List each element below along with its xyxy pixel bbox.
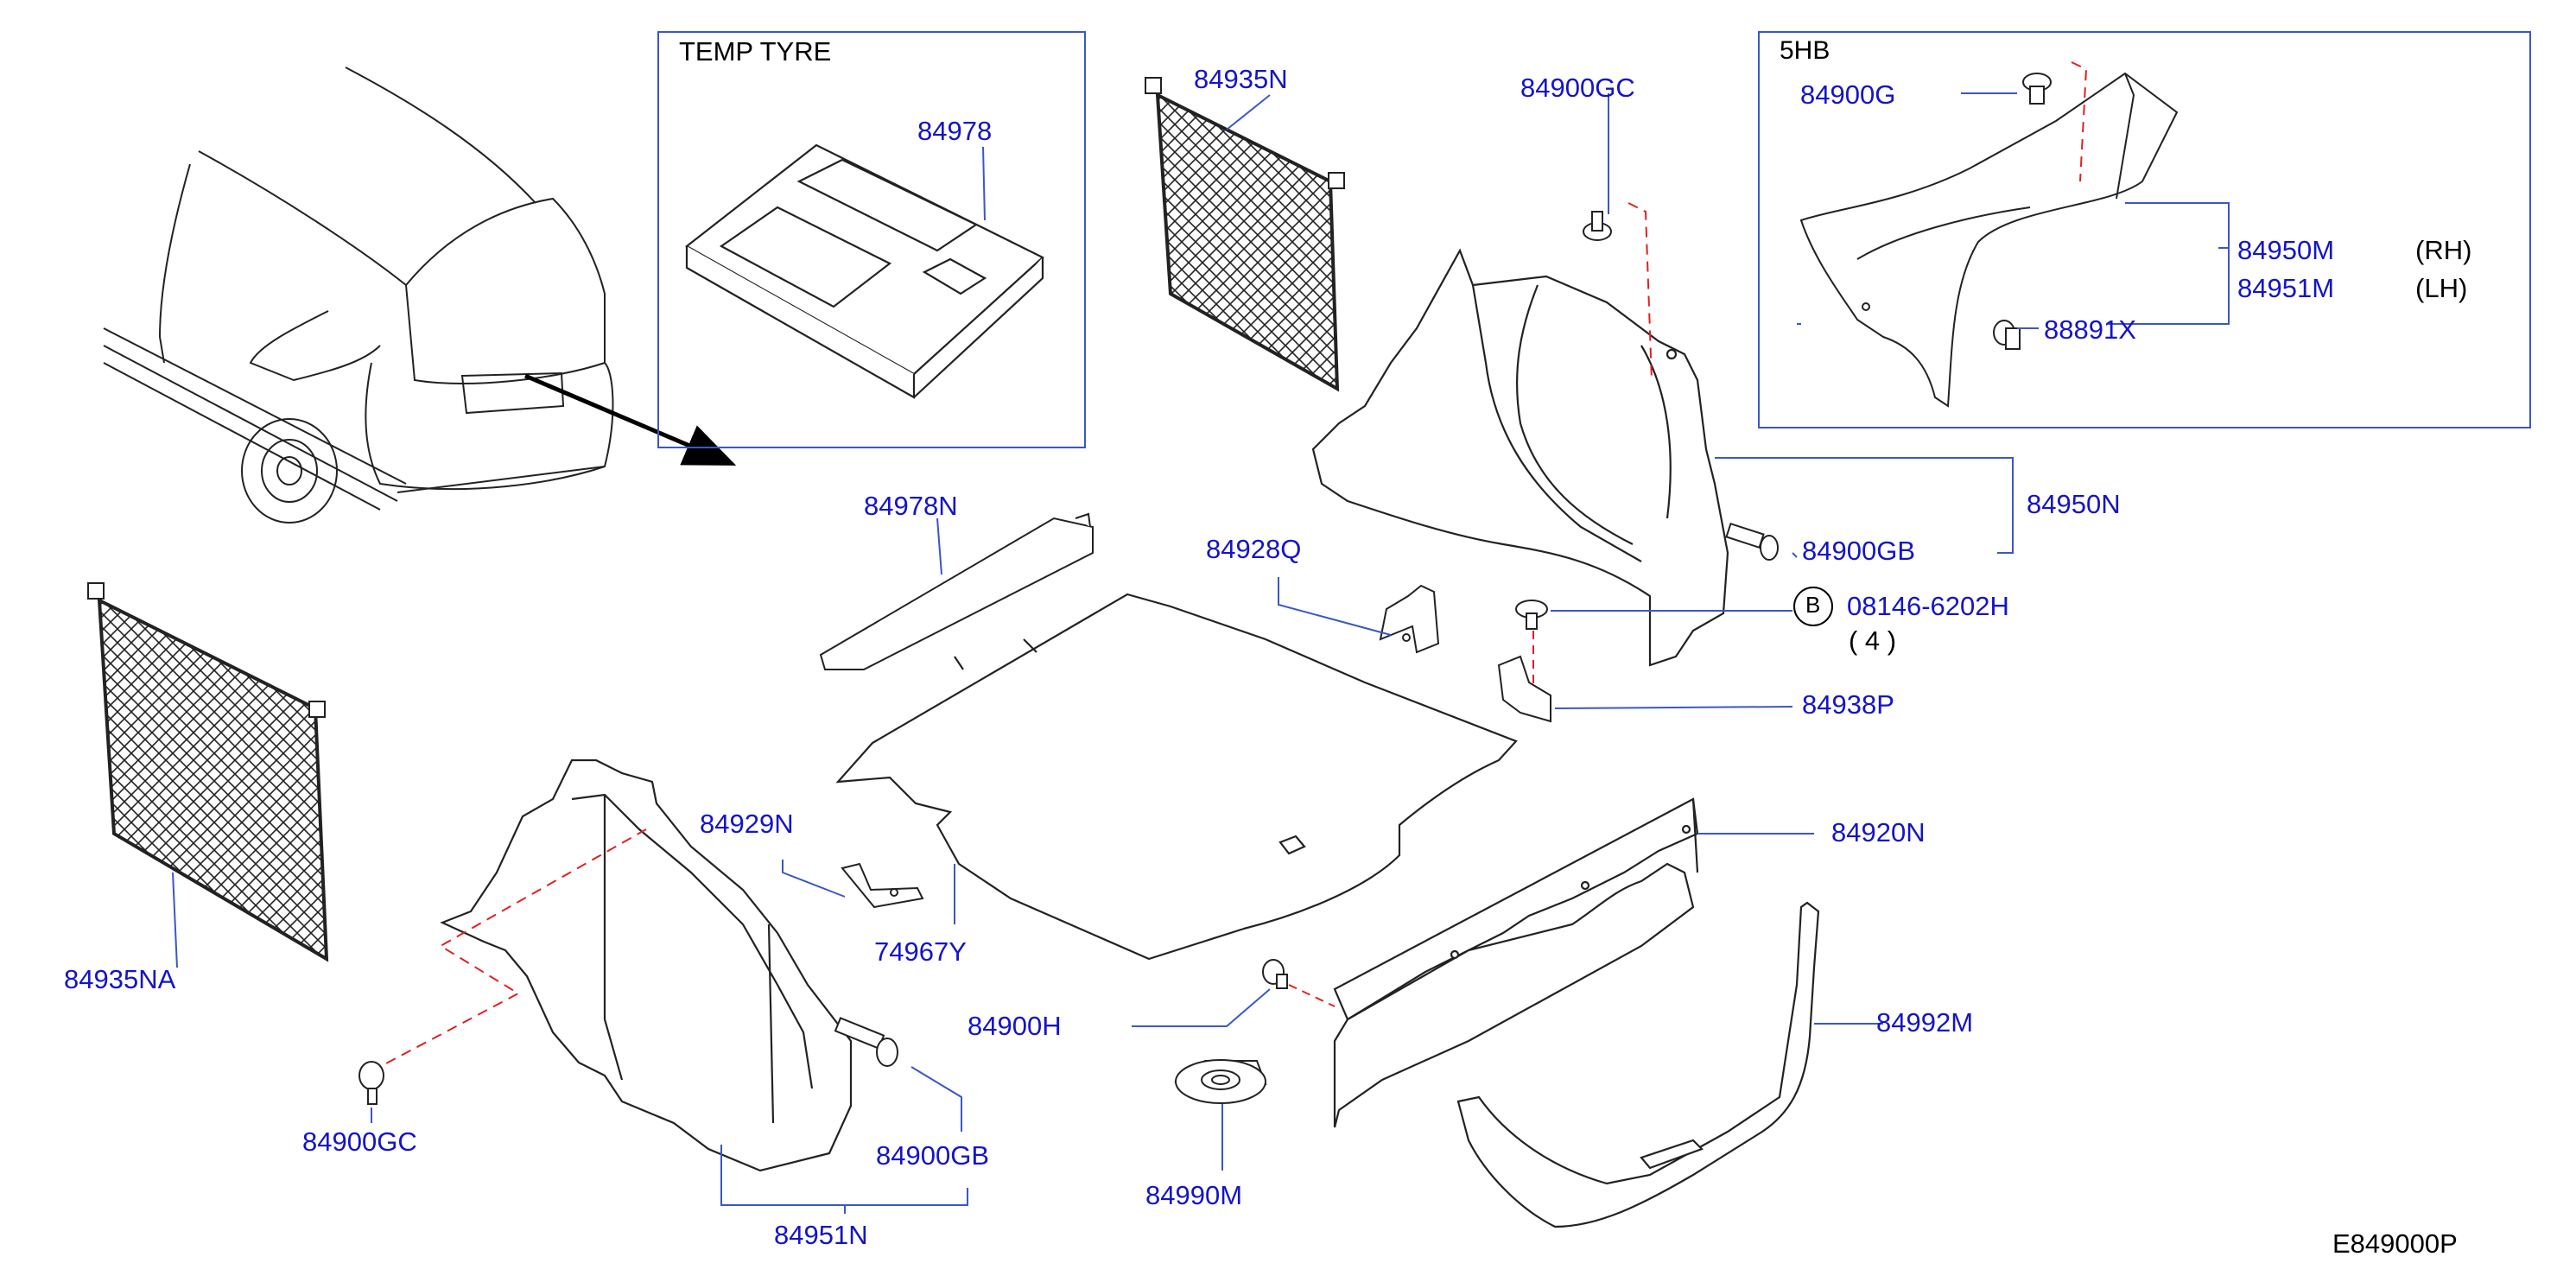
rh-note: (RH) (2415, 235, 2472, 265)
part-label-84900GC-left[interactable]: 84900GC (302, 1127, 417, 1157)
cargo-net-84935N (1145, 77, 1345, 392)
bolt-84900GB-right (1725, 522, 1779, 561)
bracket-84929N (841, 862, 924, 909)
stopper-84990M (1174, 1059, 1267, 1104)
strip-84978N (819, 512, 1094, 670)
clip-84900GC-left (358, 1061, 384, 1105)
clip-84900GC-top (1583, 211, 1612, 241)
rear-panel-84920N (1333, 797, 1699, 1128)
sill-plate-84992M (1456, 901, 1820, 1228)
part-label-84935N[interactable]: 84935N (1194, 64, 1288, 94)
part-label-84900H[interactable]: 84900H (968, 1011, 1062, 1041)
trim-5hb-84950M (1799, 72, 2179, 408)
leader-lines (172, 92, 2230, 1214)
part-label-84951N[interactable]: 84951N (774, 1220, 868, 1250)
direction-arrow (524, 373, 737, 466)
temp-tyre-title: TEMP TYRE (679, 36, 832, 67)
5hb-frame (1758, 31, 2531, 428)
part-label-84900GB-left[interactable]: 84900GB (876, 1140, 989, 1171)
bracket-84938P (1497, 655, 1551, 723)
5hb-title: 5HB (1780, 36, 1830, 65)
cargo-net-84935NA (87, 582, 329, 962)
bolt-08146-6202H (1515, 600, 1548, 630)
part-label-84951M[interactable]: 84951M (2237, 273, 2335, 303)
bolt-84900GB-left (834, 1017, 898, 1067)
clip-88891X (1993, 320, 2021, 350)
clip-84900H (1262, 959, 1288, 989)
part-label-84935NA[interactable]: 84935NA (64, 964, 176, 994)
part-label-84978N[interactable]: 84978N (864, 491, 958, 521)
vehicle-outline (103, 67, 614, 524)
diagram-id: E849000P (2332, 1228, 2458, 1259)
tyre-tray-84978 (685, 143, 1044, 399)
part-label-84900G[interactable]: 84900G (1800, 79, 1896, 110)
part-label-84992M[interactable]: 84992M (1876, 1007, 1974, 1038)
bolt-circle (1793, 587, 1833, 626)
bracket-84928Q (1379, 584, 1440, 654)
part-label-84990M[interactable]: 84990M (1145, 1180, 1243, 1210)
part-label-88891X[interactable]: 88891X (2044, 314, 2136, 345)
side-trim-84950N (1311, 248, 1729, 667)
part-label-84950N[interactable]: 84950N (2027, 489, 2121, 519)
clip-84900G (2022, 73, 2052, 105)
side-trim-84951N (440, 758, 853, 1172)
lh-note: (LH) (2415, 273, 2468, 303)
bolt-quantity: ( 4 ) (1849, 625, 1897, 656)
bolt-circle-letter: B (1805, 592, 1821, 618)
part-label-08146-6202H[interactable]: 08146-6202H (1847, 591, 2009, 621)
part-label-74967Y[interactable]: 74967Y (874, 936, 967, 967)
part-label-84920N[interactable]: 84920N (1831, 817, 1926, 847)
part-label-84900GB-right[interactable]: 84900GB (1802, 536, 1915, 566)
part-label-84950M[interactable]: 84950M (2237, 235, 2335, 265)
part-label-84938P[interactable]: 84938P (1802, 689, 1894, 720)
part-label-84928Q[interactable]: 84928Q (1206, 534, 1302, 564)
part-label-84900GC-top[interactable]: 84900GC (1520, 73, 1635, 103)
temp-tyre-frame (657, 31, 1086, 448)
part-label-84929N[interactable]: 84929N (700, 809, 794, 839)
floor-board-74967Y (835, 593, 1518, 961)
part-label-84978[interactable]: 84978 (917, 116, 993, 146)
